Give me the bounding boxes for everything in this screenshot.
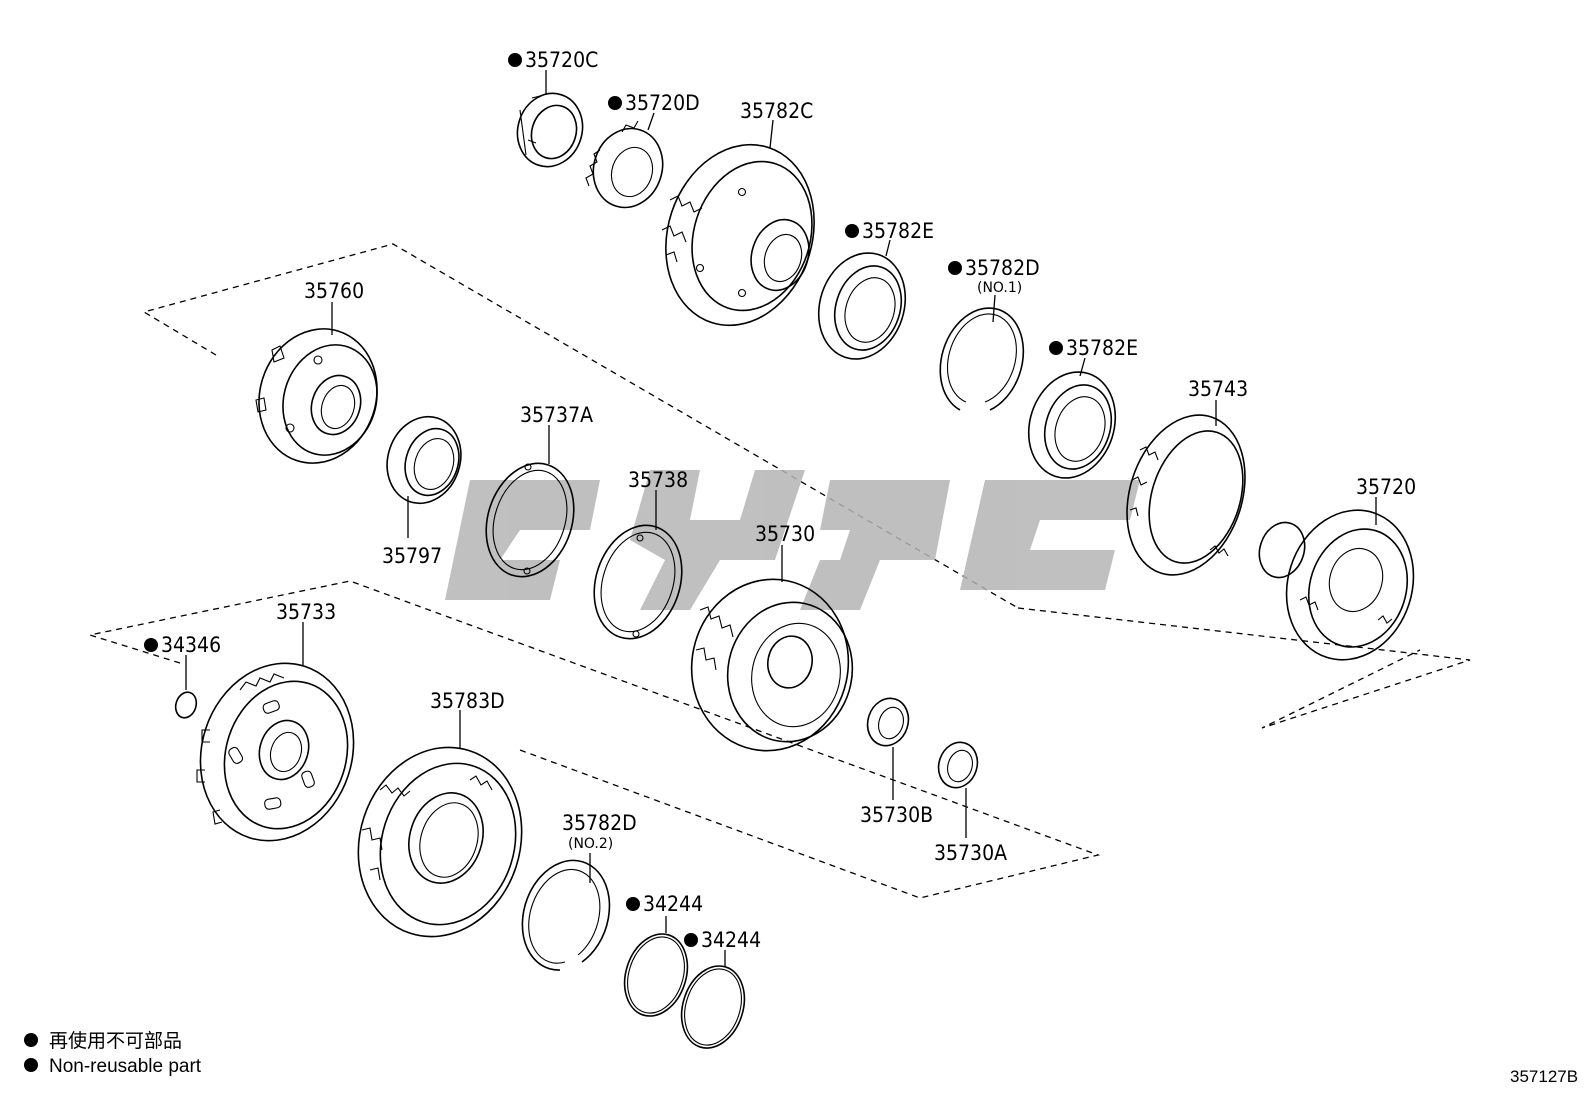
- label-35782C[interactable]: 35782C: [740, 99, 813, 123]
- part-35782D-snap-ring-no1[interactable]: [939, 307, 1025, 411]
- label-35720[interactable]: 35720: [1356, 475, 1416, 499]
- part-35733-gear[interactable]: [178, 643, 376, 861]
- label-subtext: (NO.2): [568, 836, 613, 852]
- label-35737A[interactable]: 35737A: [520, 403, 593, 427]
- label-text: 35720D: [625, 91, 700, 115]
- upper-subassembly-outline: [142, 243, 1471, 729]
- part-35720D-lock-washer[interactable]: [583, 119, 672, 216]
- label-text: 35743: [1188, 377, 1248, 401]
- diagram-code: 357127B: [1510, 1067, 1578, 1086]
- part-35737A-thrust-washer[interactable]: [472, 452, 588, 588]
- label-text: 35782C: [740, 99, 813, 123]
- part-34244-o-ring-b[interactable]: [671, 958, 754, 1056]
- label-35743[interactable]: 35743: [1188, 377, 1248, 401]
- label-35730A[interactable]: 35730A: [934, 841, 1007, 865]
- label-34244-a[interactable]: 34244: [626, 892, 703, 916]
- label-text: 34244: [643, 892, 703, 916]
- label-text: 35782E: [1066, 336, 1138, 360]
- label-35720C[interactable]: 35720C: [508, 48, 598, 72]
- non-reusable-marker: [608, 96, 622, 110]
- label-35733[interactable]: 35733: [276, 600, 336, 624]
- label-35782D-no1[interactable]: 35782D (NO.1): [948, 256, 1040, 296]
- label-34244-b[interactable]: 34244: [684, 928, 761, 952]
- label-35730[interactable]: 35730: [755, 522, 815, 546]
- legend: 再使用不可部品 Non-reusable part: [24, 1030, 202, 1077]
- part-34346-o-ring[interactable]: [172, 690, 199, 721]
- part-35743-ring-gear[interactable]: [1107, 400, 1264, 591]
- label-text: 35720: [1356, 475, 1416, 499]
- non-reusable-marker: [508, 53, 522, 67]
- label-35782E-upper[interactable]: 35782E: [845, 219, 934, 243]
- part-35730-sun-gear-drum[interactable]: [676, 565, 865, 766]
- non-reusable-marker: [684, 933, 698, 947]
- non-reusable-marker: [845, 224, 859, 238]
- legend-text-english: Non-reusable part: [49, 1056, 202, 1077]
- part-35782E-bearing-lower[interactable]: [1015, 361, 1128, 490]
- leader-lines: [185, 70, 1377, 966]
- label-35782D-no2[interactable]: 35782D (NO.2): [562, 811, 637, 852]
- legend-text-japanese: 再使用不可部品: [49, 1030, 182, 1052]
- label-text: 35782D: [965, 256, 1040, 280]
- label-35738[interactable]: 35738: [628, 468, 688, 492]
- label-text: 35782D: [562, 811, 637, 835]
- label-text: 34346: [161, 633, 221, 657]
- label-text: 35720C: [525, 48, 598, 72]
- label-text: 35760: [304, 279, 364, 303]
- legend-bullet-2: [24, 1058, 38, 1072]
- label-text: 35738: [628, 468, 688, 492]
- label-35797[interactable]: 35797: [382, 544, 442, 568]
- label-35730B[interactable]: 35730B: [860, 803, 933, 827]
- non-reusable-marker: [626, 897, 640, 911]
- non-reusable-marker: [1049, 341, 1063, 355]
- label-text: 35733: [276, 600, 336, 624]
- part-35783D-clutch-hub[interactable]: [334, 726, 546, 958]
- label-35760[interactable]: 35760: [304, 279, 364, 303]
- label-text: 35737A: [520, 403, 593, 427]
- label-text: 35730A: [934, 841, 1007, 865]
- part-35730B-thrust-bearing[interactable]: [862, 693, 915, 751]
- label-text: 35782E: [862, 219, 934, 243]
- part-35782D-snap-ring-no2[interactable]: [521, 859, 611, 971]
- label-text: 34244: [701, 928, 761, 952]
- lower-subassembly-outline: [87, 580, 1101, 899]
- part-34244-o-ring-a[interactable]: [614, 926, 697, 1024]
- label-35720D[interactable]: 35720D: [608, 91, 700, 115]
- part-35782E-bearing-upper[interactable]: [805, 242, 918, 371]
- label-text: 35797: [382, 544, 442, 568]
- label-35783D[interactable]: 35783D: [430, 689, 505, 713]
- label-text: 35730B: [860, 803, 933, 827]
- part-35730A-thrust-washer[interactable]: [933, 737, 983, 792]
- legend-bullet-1: [24, 1033, 38, 1047]
- part-35720C-lock-nut[interactable]: [508, 85, 592, 175]
- label-subtext: (NO.1): [977, 280, 1022, 296]
- label-34346[interactable]: 34346: [144, 633, 221, 657]
- part-labels: 35720C 35720D 35782C 35782E 35782D (NO.1…: [144, 48, 1416, 952]
- subassembly-outlines: [87, 243, 1471, 899]
- label-text: 35783D: [430, 689, 505, 713]
- non-reusable-marker: [144, 638, 158, 652]
- part-35797-needle-bearing[interactable]: [376, 407, 472, 513]
- part-35782C-gear[interactable]: [643, 125, 837, 344]
- part-35720-planetary-carrier[interactable]: [1252, 494, 1432, 677]
- watermark-logo: [445, 470, 1140, 610]
- part-35760-carrier-plate[interactable]: [242, 313, 394, 478]
- label-35782E-lower[interactable]: 35782E: [1049, 336, 1138, 360]
- non-reusable-marker: [948, 261, 962, 275]
- label-text: 35730: [755, 522, 815, 546]
